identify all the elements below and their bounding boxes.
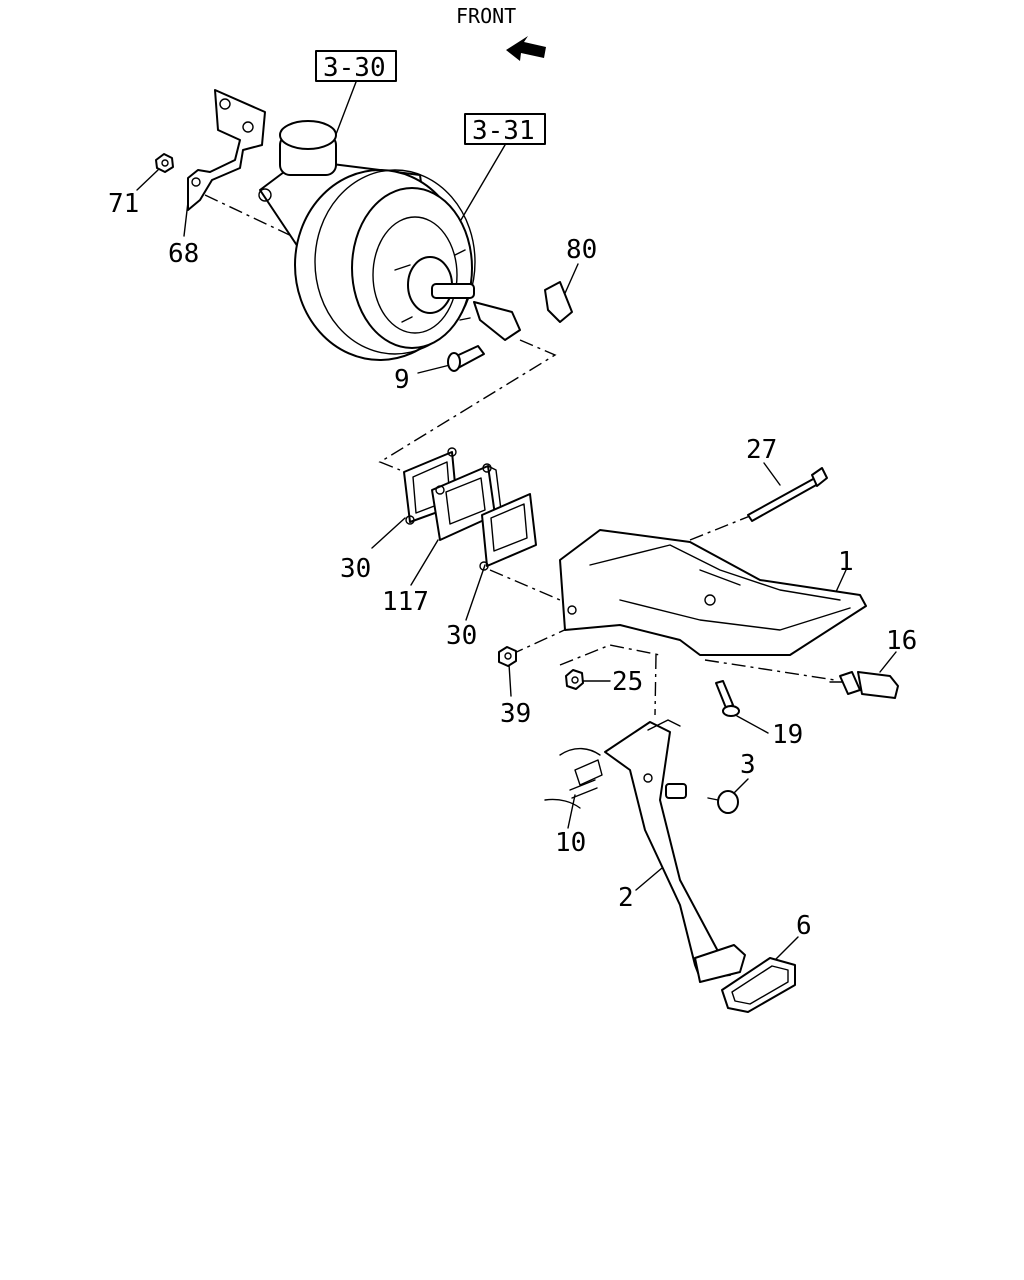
callout-10: 10: [555, 828, 586, 858]
callout-25: 25: [612, 667, 643, 697]
nut-39[interactable]: [498, 646, 517, 667]
callout-71: 71: [108, 189, 139, 219]
through-bolt-27[interactable]: [747, 467, 828, 522]
callout-39: 39: [500, 699, 531, 729]
callout-6: 6: [796, 911, 812, 941]
callout-9: 9: [394, 365, 410, 395]
callout-117: 117: [382, 587, 429, 617]
gasket-30-lower[interactable]: [479, 493, 537, 571]
callout-68: 68: [168, 239, 199, 269]
leader-lines: [136, 81, 897, 961]
reference-box-3-31[interactable]: 3-31: [464, 113, 546, 146]
callout-labels: 71 68 80 9 27 1 30 117 30 16 39 25 19 3 …: [108, 189, 917, 941]
master-cylinder-bracket[interactable]: [187, 89, 266, 211]
callout-16: 16: [886, 626, 917, 656]
callout-2: 2: [618, 883, 634, 913]
clevis-pin-9[interactable]: [447, 345, 485, 372]
callout-19: 19: [772, 720, 803, 750]
pedal-bracket-1[interactable]: [559, 529, 867, 656]
pedal-pad-6[interactable]: [721, 957, 796, 1013]
callout-80: 80: [566, 235, 597, 265]
brake-pedal-arm-2[interactable]: [604, 719, 746, 983]
stop-lamp-switch-16[interactable]: [829, 671, 899, 699]
reference-label-3-31: 3-31: [472, 116, 535, 146]
clip-3[interactable]: [707, 790, 739, 814]
clevis[interactable]: [473, 301, 521, 341]
brake-booster-assembly[interactable]: [258, 120, 476, 361]
front-arrow-icon: [506, 36, 546, 61]
callout-1: 1: [838, 547, 854, 577]
callout-3: 3: [740, 750, 756, 780]
nut-71[interactable]: [155, 153, 174, 173]
callout-30-lower: 30: [446, 621, 477, 651]
reference-label-3-30: 3-30: [323, 53, 386, 83]
callout-27: 27: [746, 435, 777, 465]
return-spring-10[interactable]: [544, 747, 603, 809]
front-label: FRONT: [456, 4, 516, 28]
nut-25[interactable]: [565, 669, 584, 690]
front-indicator: FRONT: [456, 4, 546, 61]
callout-30-upper: 30: [340, 554, 371, 584]
reference-box-3-30[interactable]: 3-30: [315, 50, 397, 83]
bolt-19[interactable]: [715, 680, 740, 717]
clip-80[interactable]: [544, 281, 573, 323]
